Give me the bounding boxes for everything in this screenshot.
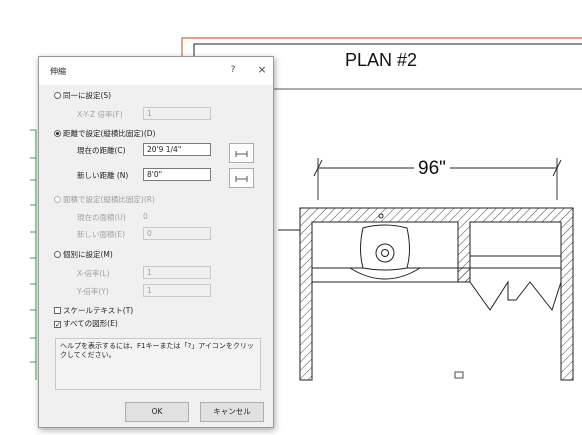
x-scale-label: X-倍率(L)	[77, 269, 110, 278]
plan-title: PLAN #2	[345, 50, 418, 70]
new-distance-label: 新しい距離 (N)	[77, 171, 129, 180]
cancel-button[interactable]: キャンセル	[200, 402, 264, 422]
distance-option-label: 距離で設定(縦横比固定)(D)	[63, 129, 156, 138]
area-radio[interactable]	[54, 196, 61, 203]
help-text-box: ヘルプを表示するには、F1キーまたは「?」アイコンをクリックしてください。	[55, 338, 261, 390]
uniform-option[interactable]: 同一に設定(S)	[54, 90, 111, 101]
y-scale-label: Y-倍率(Y)	[77, 287, 109, 296]
help-text: ヘルプを表示するには、F1キーまたは「?」アイコンをクリックしてください。	[60, 342, 254, 359]
sink-fixture	[349, 213, 421, 280]
all-objects-option[interactable]: ✓すべての図形(E)	[54, 318, 118, 329]
measure-icon	[235, 151, 248, 157]
measure-icon	[235, 176, 248, 182]
uniform-radio[interactable]	[54, 92, 61, 99]
current-distance-label: 現在の距離(C)	[77, 146, 126, 155]
area-option[interactable]: 面積で設定(縦横比固定)(R)	[54, 194, 155, 205]
pick-new-distance-button[interactable]	[229, 168, 254, 188]
xyz-scale-label: X-Y-Z 倍率(F)	[77, 110, 123, 119]
ok-button[interactable]: OK	[125, 402, 189, 422]
current-area-label: 現在の面積(U)	[77, 213, 126, 222]
all-objects-label: すべての図形(E)	[63, 319, 118, 328]
scale-text-label: スケールテキスト(T)	[63, 306, 134, 315]
scale-text-checkbox[interactable]	[54, 307, 61, 314]
guide-lines	[30, 129, 37, 380]
separate-radio[interactable]	[54, 251, 61, 258]
dimension-label: 96"	[414, 158, 450, 180]
new-distance-input[interactable]: 8'0"	[143, 168, 211, 181]
x-scale-input[interactable]: 1	[143, 266, 211, 279]
dialog-titlebar[interactable]: 伸縮 ? ×	[39, 57, 273, 85]
help-icon[interactable]: ?	[230, 65, 236, 75]
distance-option[interactable]: 距離で設定(縦横比固定)(D)	[54, 128, 155, 139]
scale-text-option[interactable]: スケールテキスト(T)	[54, 305, 133, 316]
uniform-option-label: 同一に設定(S)	[63, 91, 112, 100]
dialog-title: 伸縮	[50, 67, 66, 76]
current-area-value: 0	[143, 212, 148, 221]
pick-current-distance-button[interactable]	[229, 143, 254, 163]
all-objects-checkbox[interactable]: ✓	[54, 321, 61, 329]
folding-door	[469, 280, 562, 312]
y-scale-input[interactable]: 1	[143, 284, 211, 297]
floor-plan-walls	[278, 207, 574, 381]
separate-option-label: 個別に設定(M)	[63, 250, 113, 259]
area-option-label: 面積で設定(縦横比固定)(R)	[63, 195, 155, 204]
new-area-input[interactable]: 0	[143, 227, 211, 240]
distance-radio[interactable]	[54, 130, 61, 137]
close-icon[interactable]: ×	[257, 63, 267, 76]
xyz-scale-input[interactable]: 1	[143, 107, 211, 120]
scale-dialog: 伸縮 ? × 同一に設定(S) X-Y-Z 倍率(F) 1 距離で設定(縦横比固…	[38, 56, 274, 428]
current-distance-input[interactable]: 20'9 1/4"	[143, 143, 211, 156]
separate-option[interactable]: 個別に設定(M)	[54, 249, 113, 260]
new-area-label: 新しい面積(E)	[77, 230, 126, 239]
